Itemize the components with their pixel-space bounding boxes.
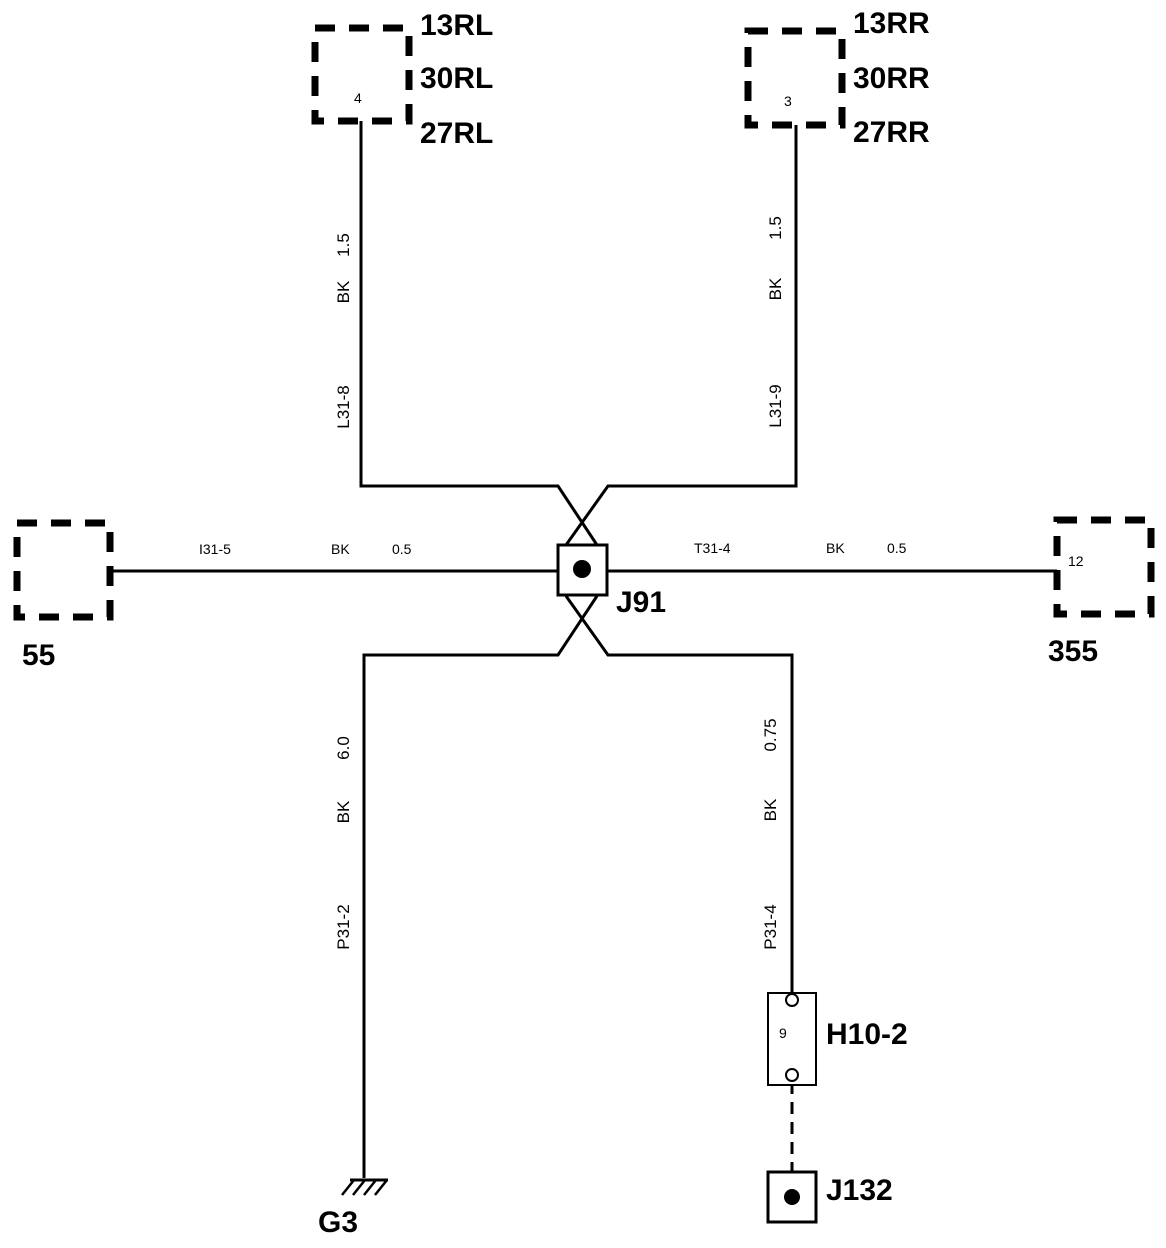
component-rear-left-label-2: 30RL [420,62,493,95]
wire-lower-right-size: 0.75 [761,718,780,751]
component-rear-right-box [744,27,846,129]
wire-upper-left-id: L31-8 [334,385,353,428]
component-rear-left-label-1: 13RL [420,9,493,42]
component-right-label: 355 [1048,635,1098,668]
wire-upper-right-size: 1.5 [766,216,785,240]
component-rear-left-label-3: 27RL [420,117,493,150]
connector-h10-2-pin-top [785,993,799,1007]
component-right-box [1053,516,1155,618]
splice-j132-dot [784,1189,800,1205]
wire-upper-right-labels: 1.5 BK L31-9 [766,216,785,428]
ground-g3-hatch-2 [352,1179,366,1196]
component-rear-right-pin: 3 [784,93,792,109]
component-rear-right-label-1: 13RR [853,7,930,40]
splice-j132: J132 [766,1170,893,1224]
component-left: 55 [13,519,114,672]
wire-upper-right [564,125,798,546]
connector-h10-2-pin-bottom [785,1068,799,1082]
component-rear-left-pin: 4 [354,90,362,106]
splice-j91: J91 [556,543,666,619]
wire-right-labels: T31-4 BK 0.5 [694,540,907,556]
wire-upper-left-color: BK [334,280,353,303]
wire-upper-left-labels: 1.5 BK L31-8 [334,233,353,429]
wire-upper-right-color: BK [766,277,785,300]
component-rear-left: 4 13RL 30RL 27RL [311,9,493,150]
splice-j91-label: J91 [616,586,666,619]
ground-g3-hatch-1 [341,1179,355,1196]
wire-lower-right-labels: 0.75 BK P31-4 [761,718,780,949]
splice-j91-dot [573,560,591,578]
wire-lower-right-color: BK [761,798,780,821]
wire-right-color: BK [826,540,845,556]
wire-lower-right [564,595,794,992]
wire-lower-left [362,595,599,1178]
wire-upper-left-size: 1.5 [334,233,353,257]
wire-upper-right-id: L31-9 [766,384,785,427]
ground-g3: G3 [318,1178,388,1239]
component-left-box [13,519,114,621]
connector-h10-2: 9 H10-2 [767,992,908,1086]
splice-j132-label: J132 [826,1174,893,1207]
component-left-label: 55 [22,639,55,672]
wire-lower-left-id: P31-2 [334,904,353,949]
wire-lower-right-id: P31-4 [761,904,780,949]
component-right-pin: 12 [1068,553,1084,569]
wire-left-labels: I31-5 BK 0.5 [199,541,412,557]
wire-right-size: 0.5 [887,540,907,556]
ground-g3-hatch-4 [374,1179,388,1196]
wire-left-color: BK [331,541,350,557]
connector-h10-2-label: H10-2 [826,1018,908,1051]
wire-left-size: 0.5 [392,541,412,557]
component-right: 12 355 [1048,516,1155,668]
wire-lower-left-size: 6.0 [334,736,353,760]
connector-h10-2-pin: 9 [779,1025,787,1041]
wire-left-id: I31-5 [199,541,231,557]
wire-lower-left-color: BK [334,800,353,823]
wire-lower-left-labels: 6.0 BK P31-2 [334,736,353,950]
component-rear-right-label-3: 27RR [853,116,930,149]
wire-right-id: T31-4 [694,540,731,556]
component-rear-right-label-2: 30RR [853,62,930,95]
ground-g3-hatch-3 [363,1179,377,1196]
wire-upper-left [359,121,599,546]
ground-g3-label: G3 [318,1206,358,1239]
component-rear-left-box [311,24,413,125]
component-rear-right: 3 13RR 30RR 27RR [744,7,930,149]
